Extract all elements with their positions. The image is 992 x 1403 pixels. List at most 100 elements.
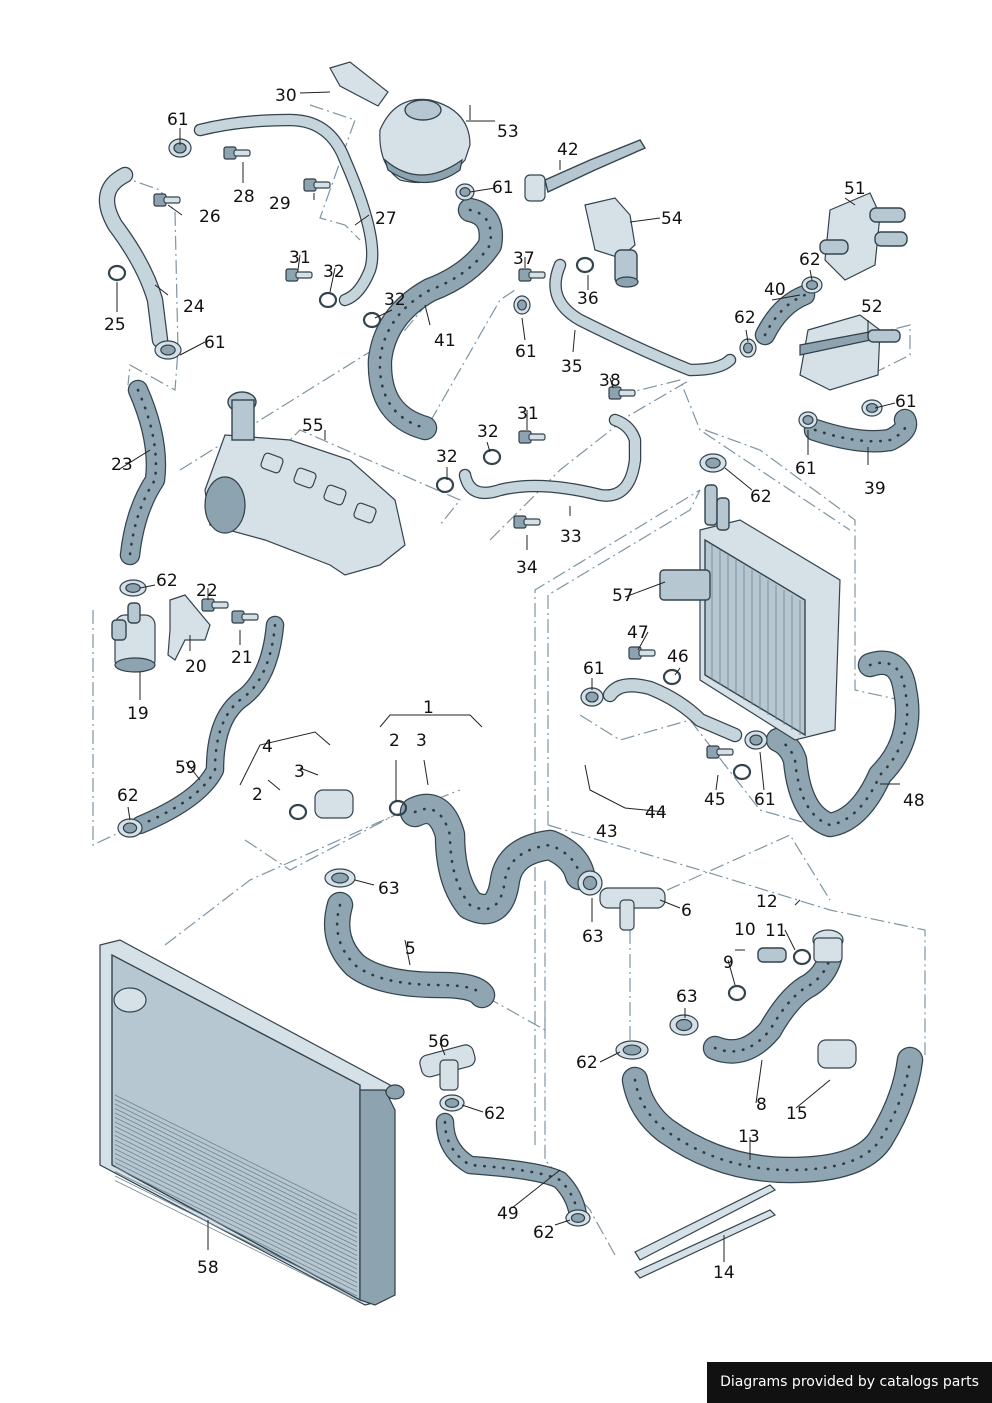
credit-badge: Diagrams provided by catalogs parts	[707, 1362, 992, 1403]
leader-line	[659, 899, 681, 909]
leader-line	[724, 467, 753, 491]
label-6: 6	[681, 901, 692, 921]
label-61a: 61	[167, 110, 189, 130]
radiator-fin	[114, 1139, 358, 1261]
outline-57-left	[534, 489, 701, 1145]
leader-line	[674, 667, 681, 676]
label-37: 37	[513, 249, 535, 269]
outline-12	[644, 834, 831, 901]
label-1: 1	[423, 698, 434, 718]
radiator-fin	[114, 1153, 358, 1274]
leader-line	[486, 441, 491, 453]
leader-line	[469, 187, 496, 193]
bolt-28	[223, 146, 251, 160]
label-3a: 3	[416, 731, 427, 751]
hoses	[98, 113, 924, 1225]
radiator-fin	[114, 1144, 358, 1265]
coolant-flange	[819, 192, 908, 281]
leader-line	[609, 377, 614, 389]
connector-8-body	[813, 937, 843, 963]
leader-line	[844, 197, 856, 206]
label-53: 53	[497, 122, 519, 142]
clamp-61f	[798, 411, 818, 429]
label-9: 9	[723, 953, 734, 973]
hose-48	[765, 650, 920, 838]
ring-2a	[388, 799, 408, 817]
label-40: 40	[764, 280, 786, 300]
clamp-63a	[324, 868, 356, 888]
radiator-fin	[114, 1112, 358, 1234]
clamp-61b	[154, 340, 182, 360]
bracket-43	[584, 764, 666, 813]
label-14: 14	[713, 1263, 735, 1283]
label-19: 19	[127, 704, 149, 724]
bolt-34	[513, 515, 541, 529]
leader-line	[299, 91, 331, 94]
ring-32d	[435, 476, 455, 494]
label-32a: 32	[323, 262, 345, 282]
clamp-62f	[615, 1040, 649, 1060]
label-54: 54	[661, 209, 683, 229]
outline-2	[244, 789, 461, 871]
label-13: 13	[738, 1127, 760, 1147]
bolt-22	[201, 598, 229, 612]
leader-line	[329, 267, 336, 293]
outline-55	[179, 249, 496, 471]
label-56: 56	[428, 1032, 450, 1052]
leader-line	[299, 767, 319, 776]
label-62f: 62	[576, 1053, 598, 1073]
label-45: 45	[704, 790, 726, 810]
turbo-manifold	[204, 391, 406, 576]
hose-5	[323, 891, 496, 1009]
label-2b: 2	[252, 785, 263, 805]
label-27: 27	[375, 209, 397, 229]
radiator-fin	[114, 1162, 358, 1283]
label-22: 22	[196, 581, 218, 601]
label-39: 39	[864, 479, 886, 499]
label-55: 55	[302, 416, 324, 436]
leader-line	[354, 214, 370, 226]
bolt-31a	[285, 268, 313, 282]
leader-line	[127, 806, 131, 821]
clamp-62c	[699, 453, 727, 473]
label-47: 47	[627, 623, 649, 643]
oil-cooler	[799, 314, 901, 391]
leader-line	[179, 341, 206, 356]
ring-36	[575, 256, 595, 274]
bracket-4	[239, 731, 331, 786]
leader-line	[297, 254, 301, 271]
radiator-fin	[114, 1157, 358, 1279]
label-29: 29	[269, 194, 291, 214]
radiator-fin	[114, 1099, 358, 1220]
hose-44-pipe	[602, 677, 743, 743]
hose-8	[702, 945, 843, 1064]
label-32b: 32	[384, 290, 406, 310]
label-57: 57	[612, 586, 634, 606]
bolt-38	[608, 386, 636, 400]
clip-9	[727, 984, 747, 1002]
label-61f: 61	[795, 459, 817, 479]
label-26: 26	[199, 207, 221, 227]
bolt-31b	[518, 430, 546, 444]
nut-25	[107, 264, 127, 282]
label-49: 49	[497, 1204, 519, 1224]
label-61d: 61	[515, 342, 537, 362]
leader-line	[167, 204, 183, 216]
clamp-63c	[669, 1014, 699, 1036]
coolant-pump	[111, 602, 156, 673]
leader-line	[267, 779, 281, 791]
hose-35-pipe	[549, 258, 737, 377]
label-31b: 31	[517, 404, 539, 424]
label-23: 23	[111, 455, 133, 475]
label-32c: 32	[477, 422, 499, 442]
hose-13	[621, 1046, 924, 1184]
ring-11	[792, 948, 812, 966]
label-32d: 32	[436, 447, 458, 467]
t-connector-56	[419, 1044, 476, 1091]
leader-line	[727, 959, 736, 986]
radiator-fin	[114, 1103, 358, 1225]
label-24: 24	[183, 297, 205, 317]
leader-line	[874, 402, 896, 409]
ring-32a	[318, 291, 338, 309]
nut-46	[662, 668, 682, 686]
